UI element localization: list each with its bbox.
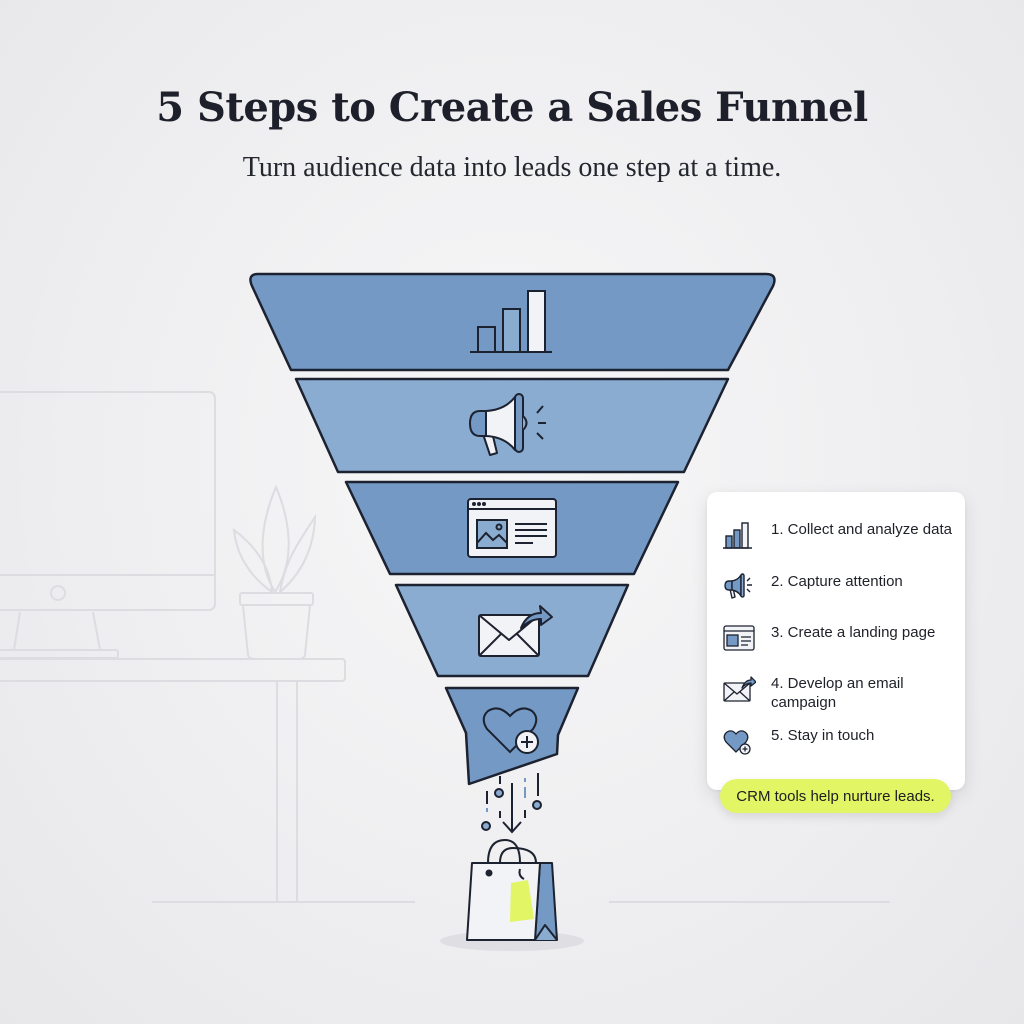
- funnel-layer-3: [344, 480, 680, 576]
- legend-item-2: 2. Capture attention: [707, 572, 965, 602]
- crm-note-badge: CRM tools help nurture leads.: [720, 779, 951, 813]
- legend-item-label: 3. Create a landing page: [771, 624, 936, 641]
- legend-item-label: 1. Collect and analyze data: [771, 521, 952, 538]
- megaphone-icon: [724, 573, 752, 599]
- email-send-icon: [723, 676, 756, 702]
- megaphone-icon: [469, 393, 546, 456]
- legend-item-label: 2. Capture attention: [771, 573, 903, 590]
- legend-item-3: 3. Create a landing page: [707, 623, 965, 653]
- bar-chart-icon: [723, 522, 752, 549]
- heart-plus-icon: [723, 730, 751, 755]
- landing-page-icon: [467, 498, 557, 558]
- legend-item-1: 1. Collect and analyze data: [707, 520, 965, 550]
- legend-item-label: 4. Develop an email campaign: [771, 675, 904, 711]
- legend-card: 1. Collect and analyze data 2. Capture a…: [707, 492, 965, 790]
- legend-item-4: 4. Develop an email campaign: [707, 674, 965, 712]
- funnel-layer-4: [394, 583, 630, 678]
- funnel-layer-5: [444, 686, 580, 786]
- legend-item-label: 5. Stay in touch: [771, 727, 875, 744]
- funnel-layer-1: [249, 272, 776, 372]
- page-subtitle: Turn audience data into leads one step a…: [242, 152, 782, 183]
- bar-chart-icon: [470, 290, 552, 353]
- heart-plus-icon: [482, 707, 539, 754]
- email-send-icon: [478, 605, 553, 657]
- falling-leads-particles: [481, 773, 542, 831]
- desk-icon: [0, 658, 890, 903]
- legend-item-5: 5. Stay in touch: [707, 726, 965, 756]
- shopping-bag-icon: [440, 839, 584, 951]
- funnel-layer-2: [294, 377, 730, 474]
- arrow-down-icon: [502, 783, 522, 834]
- page-title: 5 Steps to Create a Sales Funnel: [156, 84, 868, 131]
- landing-page-icon: [723, 625, 755, 651]
